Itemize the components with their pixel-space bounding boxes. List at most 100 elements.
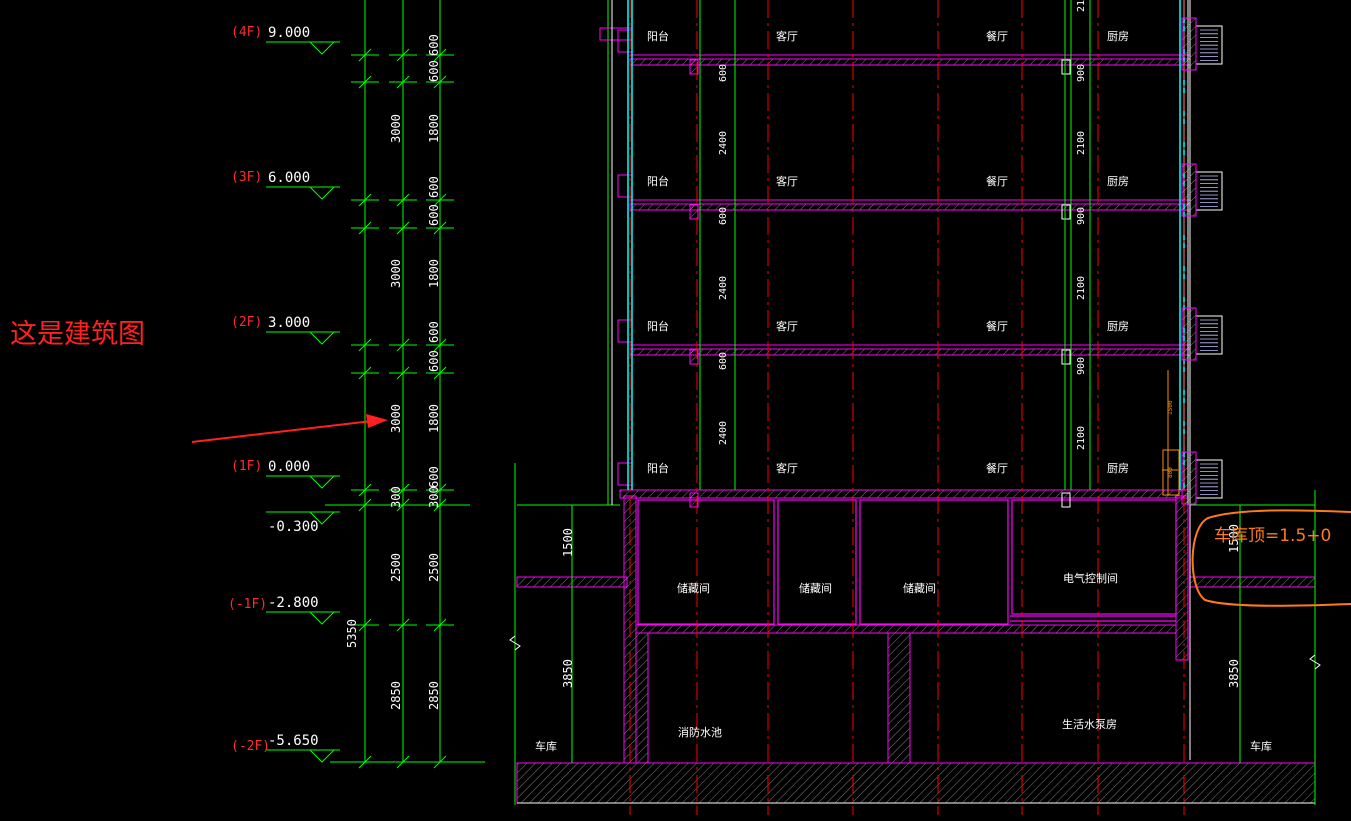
section-dimension: 2100 [1076, 276, 1087, 300]
room-electrical: 电气控制间 [1063, 571, 1118, 585]
dimension-text: 3850 [561, 659, 575, 688]
room-living: 客厅 [776, 319, 798, 333]
ac-unit [1181, 307, 1223, 361]
room-living: 客厅 [776, 461, 798, 475]
ac-units [1181, 17, 1223, 505]
room-storage-3: 储藏间 [903, 581, 936, 595]
room-fire-pool: 消防水池 [678, 725, 722, 739]
small-dimension: 1500 [1167, 400, 1174, 415]
floor-label-4f: (4F) [231, 25, 262, 40]
floor-label-2f: (2F) [231, 315, 262, 330]
floor-label-b1: (-1F) [228, 597, 267, 612]
annotation-arrow [191, 414, 388, 443]
room-garage-left: 车库 [535, 739, 557, 753]
room-kitchen: 厨房 [1107, 175, 1129, 188]
dimension-text: 1800 [427, 404, 441, 433]
elevation-label: -5.650 [268, 733, 319, 749]
level-markers [266, 41, 340, 763]
section-dimension: 900 [1076, 207, 1087, 225]
ac-unit [1181, 163, 1223, 217]
annotation-text: 这是建筑图 [10, 319, 145, 350]
section-dimension: 2100 [1076, 131, 1087, 155]
dimension-text: 600 [427, 176, 441, 198]
dimension-text: 3000 [389, 404, 403, 433]
dimension-text: 600 [427, 321, 441, 343]
elevation-label: 6.000 [268, 170, 310, 186]
floor-label-3f: (3F) [231, 170, 262, 185]
dimension-text: 1500 [561, 528, 575, 557]
floor-label-b2: (-2F) [231, 739, 270, 754]
section-dimension: 2400 [718, 131, 729, 155]
dimension-text: 1800 [427, 259, 441, 288]
room-dining: 餐厅 [986, 461, 1008, 475]
dimension-text: 600 [427, 34, 441, 56]
highlight-circle [1191, 509, 1351, 607]
room-balcony: 阳台 [647, 174, 669, 188]
elevation-label: 9.000 [268, 25, 310, 41]
room-kitchen: 厨房 [1107, 462, 1129, 475]
dimension-total: 5350 [345, 619, 359, 648]
room-garage-right: 车库 [1250, 739, 1272, 753]
level-marker-5 [266, 611, 340, 625]
garage-roof-right [1189, 576, 1316, 588]
room-living: 客厅 [776, 174, 798, 188]
axis-lines [629, 0, 1185, 815]
level-marker-3 [266, 475, 340, 489]
level-marker-6 [266, 749, 340, 763]
garage-roof-note: 车库顶=1.5+0 [1214, 526, 1331, 546]
floor-slabs [599, 27, 1191, 508]
dimension-text: 3850 [1227, 659, 1241, 688]
section-dimension: 2100 [1076, 426, 1087, 450]
room-balcony: 阳台 [647, 29, 669, 43]
room-kitchen: 厨房 [1107, 30, 1129, 43]
dimension-text: 2500 [427, 553, 441, 582]
ac-unit [1181, 17, 1223, 71]
level-marker-4 [266, 511, 340, 525]
dimension-text: 600 [427, 350, 441, 372]
room-balcony: 阳台 [647, 461, 669, 475]
dimension-lines [325, 0, 485, 769]
level-marker-2 [266, 331, 340, 345]
dimension-text: 600 [427, 60, 441, 82]
dimension-text: 3000 [389, 114, 403, 143]
floor-label-1f: (1F) [231, 459, 262, 474]
room-dining: 餐厅 [986, 29, 1008, 43]
dimension-text: 600 [427, 204, 441, 226]
dimension-text: 2500 [389, 553, 403, 582]
foundation-slab [516, 762, 1316, 804]
room-kitchen: 厨房 [1107, 320, 1129, 333]
room-water-pump: 生活水泵房 [1062, 717, 1117, 731]
dimension-text: 1800 [427, 114, 441, 143]
room-storage-1: 储藏间 [677, 581, 710, 595]
section-dimension: 2100 [1076, 0, 1087, 12]
room-living: 客厅 [776, 29, 798, 43]
dimension-text: 300 [427, 486, 441, 508]
ac-unit [1181, 451, 1223, 505]
elevation-label: -0.300 [268, 519, 319, 535]
room-dining: 餐厅 [986, 174, 1008, 188]
level-marker-0 [266, 41, 340, 55]
basement-walls [619, 489, 1189, 764]
section-dimension: 2400 [718, 276, 729, 300]
room-balcony: 阳台 [647, 319, 669, 333]
dimension-text: 1500 [1227, 524, 1241, 553]
section-dimension: 900 [1076, 64, 1087, 82]
dimension-text: 600 [427, 466, 441, 488]
section-dimension: 600 [718, 207, 729, 225]
dimension-text: 2850 [427, 681, 441, 710]
dimension-text: 2850 [389, 681, 403, 710]
elevation-label: 0.000 [268, 459, 310, 475]
dimension-text: 300 [389, 486, 403, 508]
elevation-label: 3.000 [268, 315, 310, 331]
room-dining: 餐厅 [986, 319, 1008, 333]
section-dimension: 2400 [718, 421, 729, 445]
storage-rooms [637, 499, 1177, 625]
small-dimension: 800 [1167, 467, 1174, 478]
section-dimension: 600 [718, 352, 729, 370]
section-dimension: 900 [1076, 357, 1087, 375]
section-dimension: 600 [718, 64, 729, 82]
glazing [627, 0, 1185, 490]
level-marker-1 [266, 186, 340, 200]
dimension-text: 3000 [389, 259, 403, 288]
